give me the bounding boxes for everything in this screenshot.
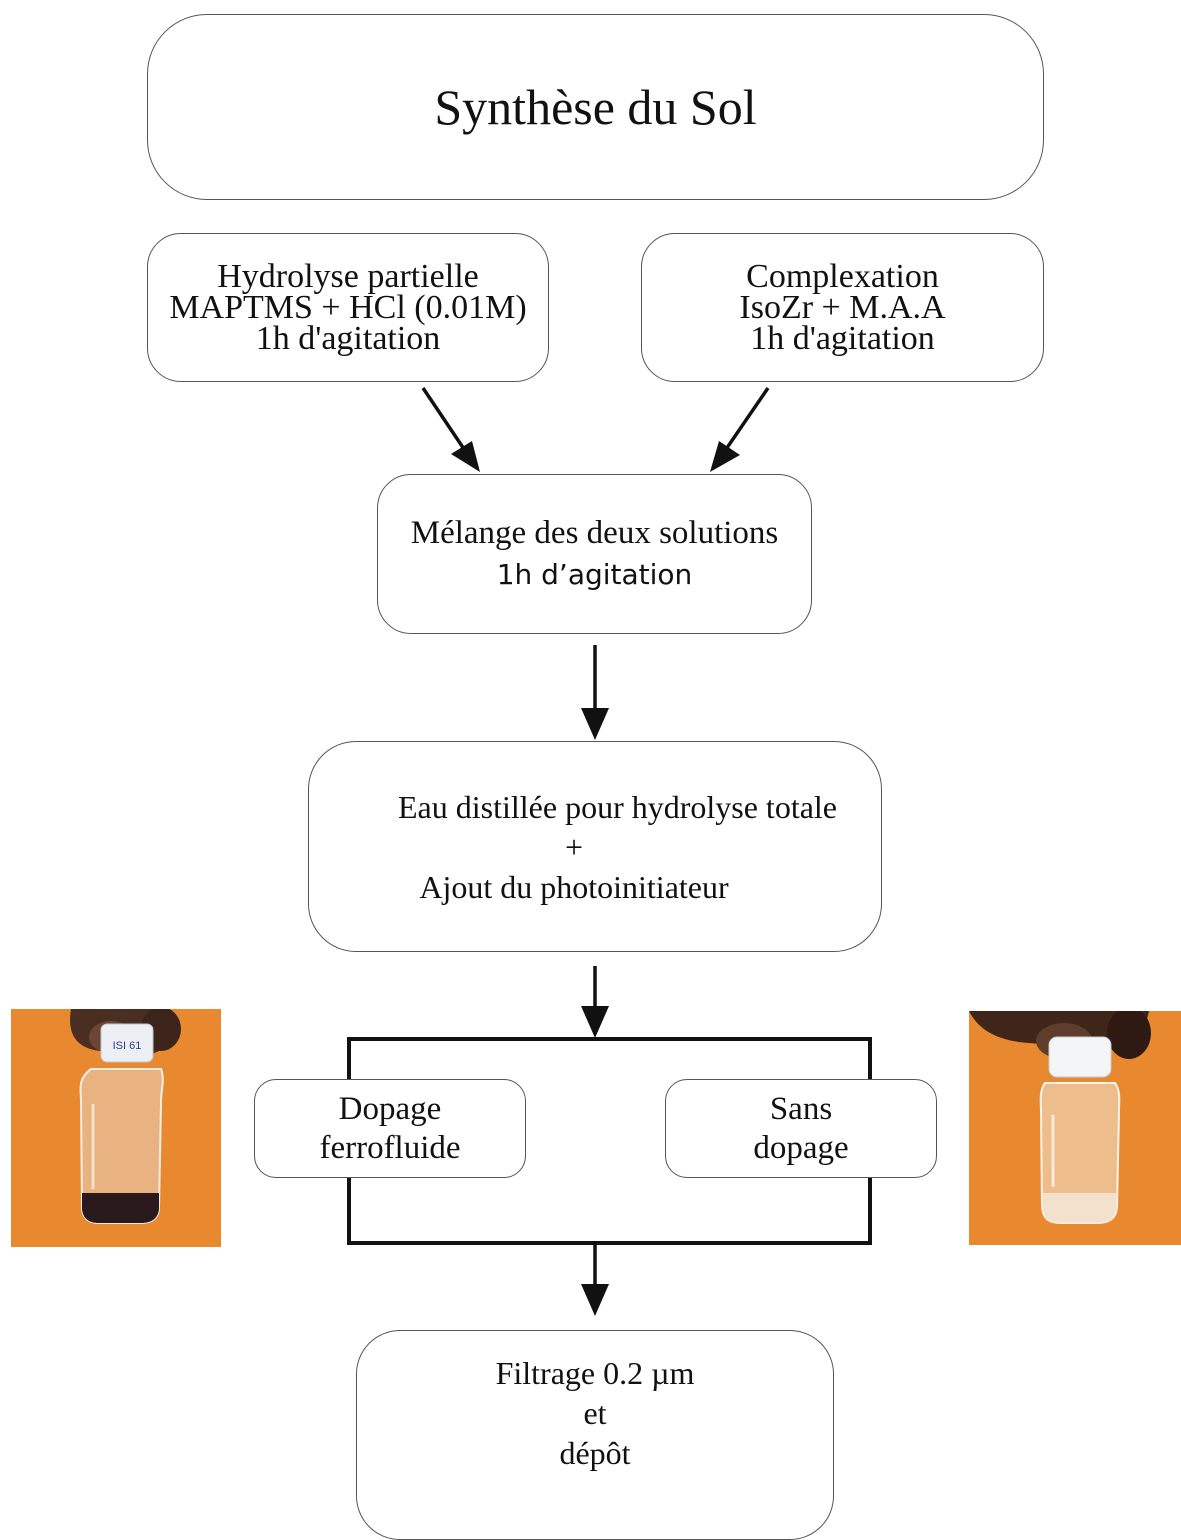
title-box: Synthèse du Sol	[147, 14, 1044, 200]
water-line-3: Ajout du photoinitiateur	[419, 868, 729, 905]
hydrolysis-line-1: Hydrolyse partielle	[217, 258, 479, 295]
complexation-line-2: IsoZr + M.A.A	[739, 289, 946, 326]
water-line-2: +	[564, 828, 584, 865]
branch-bracket	[347, 1037, 872, 1245]
arrow-branch-to-filter	[581, 1243, 609, 1316]
arrow-complexation-to-mix	[710, 387, 770, 472]
water-box: Eau distillée pour hydrolyse totale + Aj…	[308, 741, 882, 952]
hydrolysis-box: Hydrolyse partielle MAPTMS + HCl (0.01M)…	[147, 233, 549, 382]
no-doping-line-2: dopage	[753, 1129, 849, 1166]
undoped-vial-photo	[969, 1011, 1181, 1245]
complexation-line-3: 1h d'agitation	[750, 320, 935, 357]
vial-liquid	[82, 1193, 159, 1223]
mixing-line-1: Mélange des deux solutions	[410, 515, 779, 551]
hydrolysis-line-2: MAPTMS + HCl (0.01M)	[169, 289, 527, 326]
hydrolysis-line-3: 1h d'agitation	[255, 320, 441, 357]
arrow-hydrolysis-to-mix	[421, 387, 480, 472]
complexation-box: Complexation IsoZr + M.A.A 1h d'agitatio…	[641, 233, 1044, 382]
complexation-line-1: Complexation	[746, 258, 939, 295]
filtering-line-1: Filtrage 0.2 µm	[495, 1355, 695, 1391]
filtering-line-2: et	[583, 1395, 607, 1431]
vial-cap	[100, 1023, 154, 1063]
water-line-1: Eau distillée pour hydrolyse totale	[398, 788, 837, 825]
filtering-box: Filtrage 0.2 µm et dépôt	[356, 1330, 834, 1540]
mixing-line-2: 1h d’agitation	[496, 558, 693, 591]
flow-connectors	[347, 387, 872, 1316]
arrow-mix-to-water	[581, 645, 609, 740]
mixing-box: Mélange des deux solutions 1h d’agitatio…	[377, 474, 812, 634]
doping-line-2: ferrofluide	[319, 1129, 461, 1166]
doping-line-1: Dopage	[338, 1090, 442, 1127]
vial-liquid	[1042, 1193, 1117, 1223]
no-doping-box: Sans dopage	[665, 1079, 937, 1178]
no-doping-line-1: Sans	[769, 1090, 833, 1127]
vial-label: ISI 61	[113, 1040, 142, 1052]
filtering-line-3: dépôt	[559, 1435, 631, 1471]
doped-vial-photo: ISI 61	[11, 1009, 221, 1247]
arrow-water-to-branch	[581, 966, 609, 1038]
doping-box: Dopage ferrofluide	[254, 1079, 526, 1178]
diagram-title: Synthèse du Sol	[434, 79, 757, 135]
vial-cap	[1048, 1036, 1112, 1078]
